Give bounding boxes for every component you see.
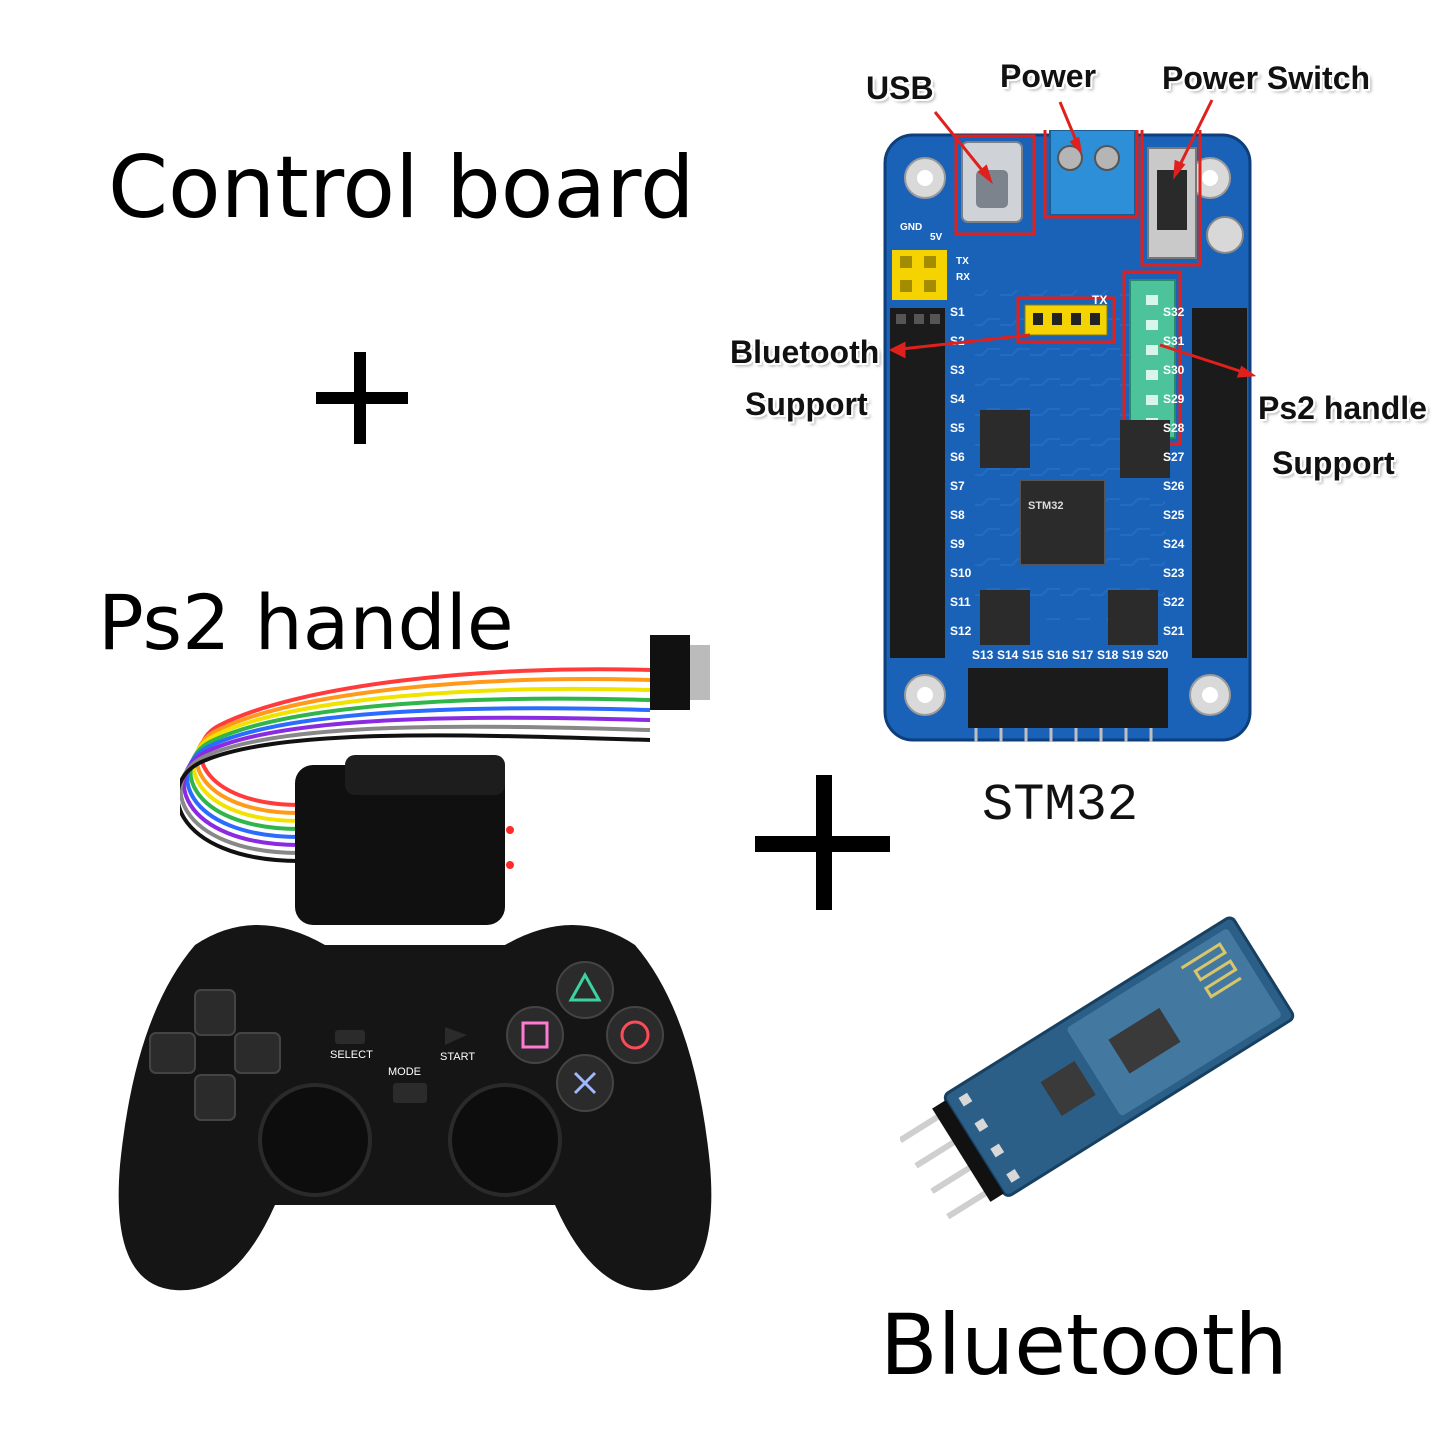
callout-bluetooth-support-line1: Bluetooth [730,334,880,370]
start-label: START [440,1051,476,1063]
callout-ps2-support-line1: Ps2 handle [1258,390,1427,426]
left-analog-stick [258,1083,372,1197]
label-stm32: STM32 [982,776,1139,835]
receiver-body [295,765,505,925]
board-tx-label: TX [1092,293,1108,307]
callout-bluetooth-support-line2: Support [745,386,868,422]
power-terminal [1049,130,1136,216]
ps2-receiver-image [180,635,710,925]
ps2-controller-image [118,925,712,1291]
board-bottom-pin-labels: S13 S14 S15 S16 S17 S18 S19 S20 [972,648,1169,662]
dpad [149,989,281,1121]
callout-power-switch: Power Switch [1162,60,1371,96]
cross-icon [573,1071,597,1095]
heading-ps2-handle: Ps2 handle [98,578,514,667]
board-top-left-labels: GND 5V TX RX [900,222,970,283]
square-icon [521,1021,549,1049]
callout-power: Power [1000,58,1097,94]
controller-body [118,925,712,1291]
right-pin-headers [1192,308,1247,658]
bottom-pin-headers [968,668,1168,728]
heading-control-board: Control board [108,138,695,238]
select-label: SELECT [330,1049,373,1061]
chip-label: STM32 [1028,500,1064,512]
callout-ps2-support-line2: Support [1272,445,1395,481]
right-analog-stick [448,1083,562,1197]
ps2-connector [1129,279,1176,439]
heading-bluetooth: Bluetooth [880,1296,1288,1394]
left-pin-headers [890,308,945,658]
main-chip [1019,479,1106,566]
triangle-icon [568,971,602,1002]
callout-usb: USB [866,70,934,106]
bluetooth-module-image [900,916,1295,1220]
dupont-connector [650,635,690,710]
mode-label: MODE [388,1066,421,1078]
control-board-image [883,130,1252,742]
circle-icon [620,1020,650,1050]
